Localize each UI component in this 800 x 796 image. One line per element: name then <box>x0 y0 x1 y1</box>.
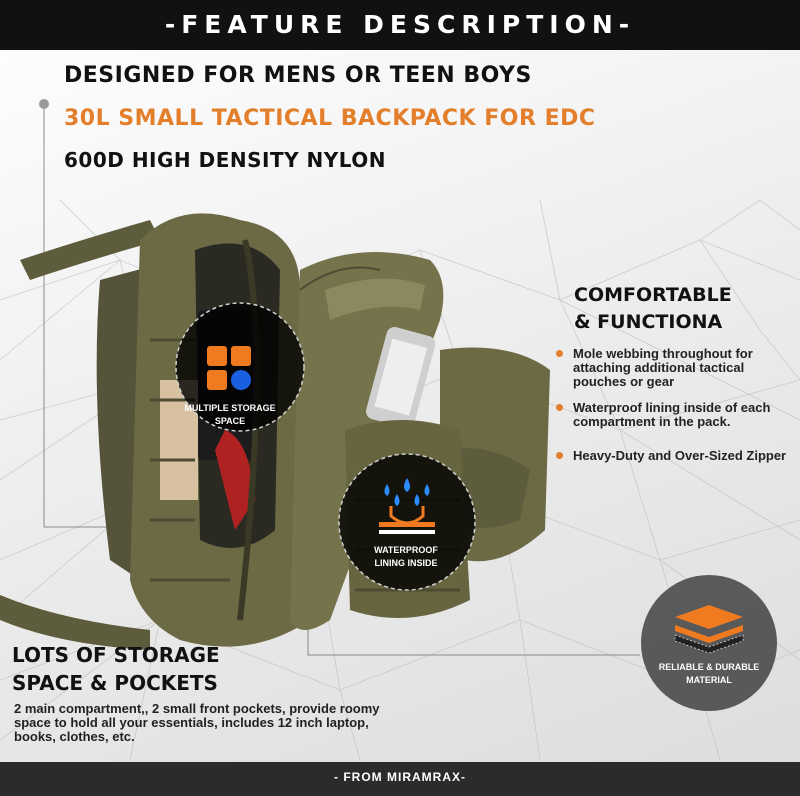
storage-callout-label: MULTIPLE STORAGE SPACE <box>184 403 276 426</box>
footer-brand: - FROM MIRAMRAX- <box>334 770 466 784</box>
storage-callout <box>175 302 305 432</box>
header-bar <box>0 0 800 50</box>
storage-section-text: 2 main compartment,, 2 small front pocke… <box>14 701 380 744</box>
features-title-line2: & FUNCTIONA <box>574 311 723 333</box>
waterproof-callout-label: WATERPROOF LINING INSIDE <box>374 545 438 568</box>
features-title-line1: COMFORTABLE <box>574 284 732 306</box>
material-callout-label: RELIABLE & DURABLE MATERIAL <box>658 662 760 685</box>
backpack-illustration <box>0 213 550 650</box>
storage-title-line2: SPACE & POCKETS <box>12 671 218 695</box>
headline-product: 30L SMALL TACTICAL BACKPACK FOR EDC <box>64 106 596 131</box>
storage-title-line1: LOTS OF STORAGE <box>12 643 220 667</box>
footer-bar <box>0 762 800 796</box>
feature-bullet: Waterproof lining inside of each compart… <box>556 401 796 429</box>
bullet-dot-icon <box>556 350 563 357</box>
feature-bullet: Mole webbing throughout for attaching ad… <box>556 347 796 389</box>
bullet-dot-icon <box>556 404 563 411</box>
grid-icon <box>207 346 251 390</box>
page-title: -FEATURE DESCRIPTION- <box>164 10 636 39</box>
connector-dot <box>39 99 49 109</box>
water-drop-icon <box>379 478 435 534</box>
material-callout <box>641 575 777 711</box>
storage-section-title: LOTS OF STORAGE SPACE & POCKETS <box>12 641 220 697</box>
waterproof-callout <box>338 453 476 591</box>
bullet-dot-icon <box>556 452 563 459</box>
headline-material: 600D HIGH DENSITY NYLON <box>64 148 387 172</box>
fabric-layers-icon <box>674 605 744 654</box>
headline-audience: DESIGNED FOR MENS OR TEEN BOYS <box>64 63 532 88</box>
feature-bullet: Heavy-Duty and Over-Sized Zipper <box>556 449 796 463</box>
features-title: COMFORTABLE & FUNCTIONA <box>574 282 732 336</box>
